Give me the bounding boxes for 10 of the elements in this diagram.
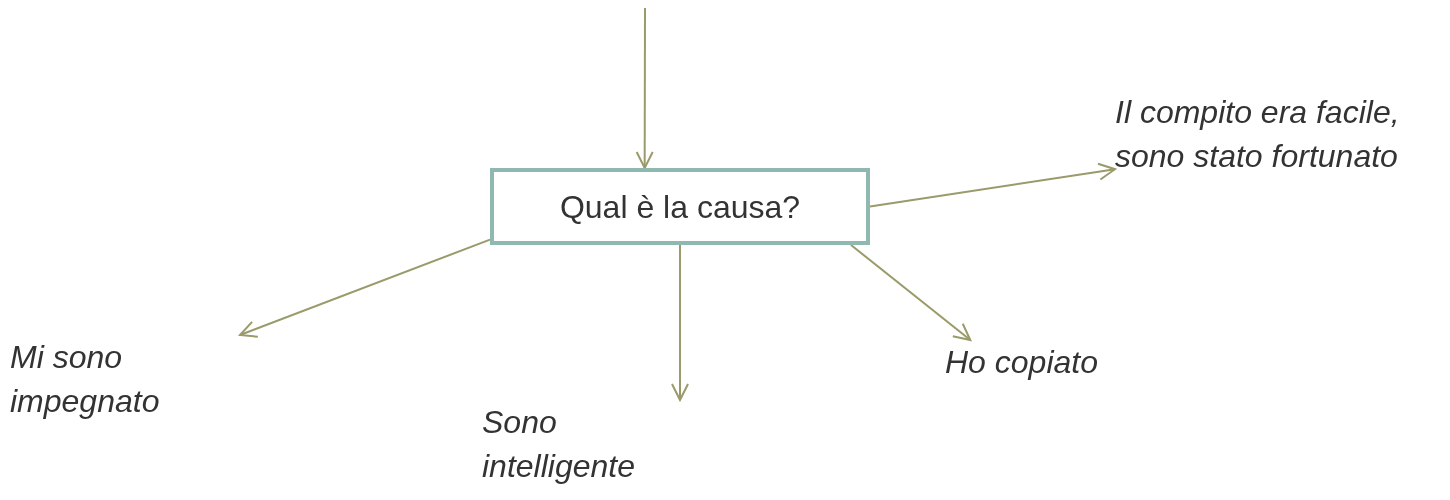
- arrow: [869, 162, 1116, 208]
- outcome-text: Sono intelligente: [482, 400, 682, 488]
- outcome-text: Mi sono impegnato: [10, 335, 240, 423]
- arrow: [635, 7, 654, 169]
- process-box: Qual è la causa?: [490, 168, 870, 245]
- outcome-text: Ho copiato: [945, 340, 1175, 384]
- arrow: [239, 238, 491, 338]
- arrow: [671, 244, 689, 401]
- outcome-text: Il compito era facile, sono stato fortunato: [1115, 90, 1415, 178]
- arrow: [850, 244, 972, 341]
